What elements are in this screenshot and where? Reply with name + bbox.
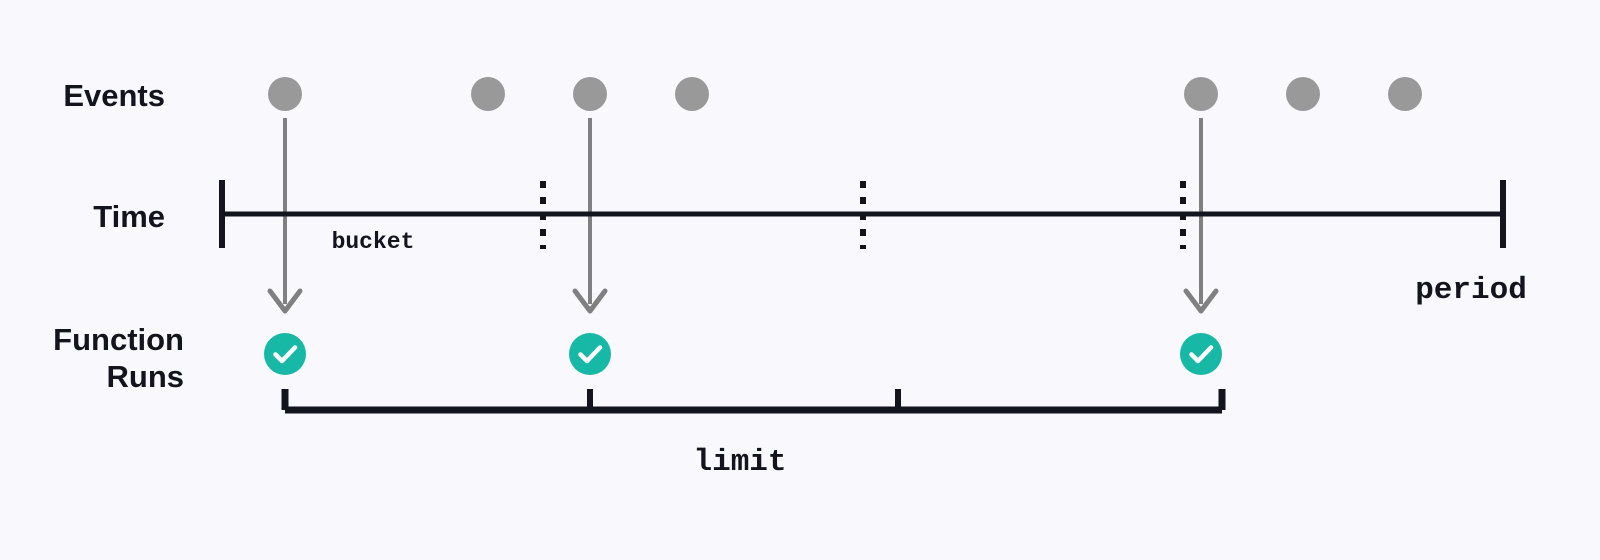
check-icon — [1189, 345, 1214, 364]
event-dot-4[interactable] — [675, 77, 709, 111]
arrow-event-1-to-run-1 — [267, 118, 303, 314]
event-dot-1[interactable] — [268, 77, 302, 111]
event-dot-6[interactable] — [1286, 77, 1320, 111]
event-dot-5[interactable] — [1184, 77, 1218, 111]
arrow-event-3-to-run-2 — [572, 118, 608, 314]
events-row-label: Events — [63, 78, 165, 113]
bucket-dividers — [540, 181, 1186, 249]
function-run-badge-1[interactable] — [264, 333, 306, 375]
limit-label: limit — [693, 445, 786, 480]
event-dot-3[interactable] — [573, 77, 607, 111]
bucket-label: bucket — [332, 229, 415, 255]
event-to-run-arrows — [267, 118, 1219, 314]
success-circle — [1180, 333, 1222, 375]
function-run-badges — [264, 333, 1222, 375]
function-runs-row-label-line2: Runs — [107, 359, 185, 394]
limit-bracket — [281, 389, 1226, 414]
event-dots — [268, 77, 1422, 111]
success-circle — [264, 333, 306, 375]
event-dot-2[interactable] — [471, 77, 505, 111]
period-label: period — [1415, 273, 1527, 308]
time-row-label: Time — [93, 199, 165, 234]
arrow-event-5-to-run-3 — [1183, 118, 1219, 314]
function-run-badge-2[interactable] — [569, 333, 611, 375]
function-run-badge-3[interactable] — [1180, 333, 1222, 375]
event-dot-7[interactable] — [1388, 77, 1422, 111]
function-runs-row-label-line1: Function — [53, 322, 184, 357]
success-circle — [569, 333, 611, 375]
check-icon — [578, 345, 603, 364]
check-icon — [273, 345, 298, 364]
